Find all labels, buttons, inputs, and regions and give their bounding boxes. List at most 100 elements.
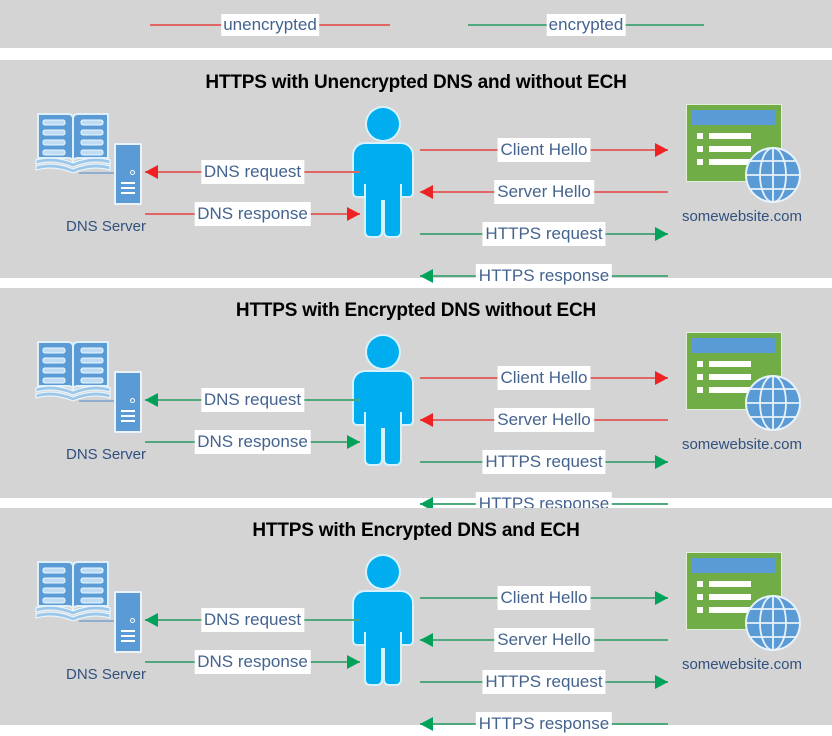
server-status-lines (121, 407, 135, 422)
legend-label-unencrypted: unencrypted (221, 14, 319, 36)
flow-label: DNS request (200, 608, 305, 632)
flow-arrow-server-hello: Server Hello (420, 408, 668, 432)
dns-server-node: DNS Server (26, 108, 186, 258)
flow-label: HTTPS response (475, 712, 613, 736)
arrow-head-left (420, 269, 433, 283)
arrow-head-right (655, 675, 668, 689)
panel-title: HTTPS with Unencrypted DNS and without E… (205, 72, 627, 93)
server-tower-icon (114, 143, 142, 205)
person-head (367, 556, 399, 588)
flow-label: Server Hello (494, 408, 594, 432)
arrow-head-left (420, 413, 433, 427)
browser-title-bar (692, 558, 776, 573)
gear-icon (130, 170, 135, 175)
flow-label: HTTPS request (482, 450, 606, 474)
person-torso-fill (366, 406, 400, 428)
dns-server-label: DNS Server (65, 218, 147, 235)
open-book-icon (35, 113, 111, 174)
browser-title-bar (692, 338, 776, 353)
arrow-head-left (420, 633, 433, 647)
flow-arrow-dns-request: DNS request (145, 608, 360, 632)
arrow-head-right (655, 227, 668, 241)
legend-label-encrypted: encrypted (546, 14, 626, 36)
gear-icon (130, 398, 135, 403)
flow-label: DNS request (200, 388, 305, 412)
flow-arrow-client-hello: Client Hello (420, 138, 668, 162)
person-torso-fill (366, 178, 400, 200)
flow-label: HTTPS request (482, 222, 606, 246)
arrow-head-left (145, 613, 158, 627)
flow-arrow-https-request: HTTPS request (420, 450, 668, 474)
arrow-head-right (347, 207, 360, 221)
arrow-head-right (655, 455, 668, 469)
gear-icon (130, 618, 135, 623)
dns-server-node: DNS Server (26, 336, 186, 486)
flow-label: DNS response (194, 202, 311, 226)
dns-server-node: DNS Server (26, 556, 186, 706)
flow-arrow-https-request: HTTPS request (420, 222, 668, 246)
legend-band: unencrypted encrypted (0, 0, 832, 48)
globe-icon (745, 595, 801, 651)
globe-icon (745, 375, 801, 431)
website-node: somewebsite.com (668, 104, 816, 254)
server-cable (79, 172, 117, 174)
globe-icon (744, 594, 802, 652)
flow-arrow-dns-request: DNS request (145, 160, 360, 184)
server-status-lines (121, 627, 135, 642)
server-cable (79, 620, 117, 622)
open-book-icon (35, 561, 111, 622)
server-cable (79, 400, 117, 402)
arrow-head-right (655, 371, 668, 385)
dns-server-label: DNS Server (65, 666, 147, 683)
flow-arrow-client-hello: Client Hello (420, 586, 668, 610)
flow-label: HTTPS request (482, 670, 606, 694)
arrow-head-left (420, 497, 433, 511)
flow-arrow-https-response: HTTPS response (420, 264, 668, 288)
legend-item-unencrypted: unencrypted (150, 14, 390, 36)
legend-item-encrypted: encrypted (468, 14, 704, 36)
flow-label: Server Hello (494, 180, 594, 204)
server-status-lines (121, 179, 135, 194)
arrow-head-left (145, 165, 158, 179)
website-label: somewebsite.com (681, 436, 803, 453)
globe-icon (745, 147, 801, 203)
panel-encrypted-dns-and-ech: HTTPS with Encrypted DNS and ECH DNS Ser… (0, 508, 832, 736)
server-tower-icon (114, 371, 142, 433)
open-book-icon (34, 556, 112, 624)
server-tower-icon (114, 591, 142, 653)
browser-content-list (697, 581, 751, 620)
globe-icon (744, 146, 802, 204)
user-person-icon (352, 556, 414, 686)
browser-content-list (697, 133, 751, 172)
flow-arrow-dns-response: DNS response (145, 430, 360, 454)
arrow-head-right (347, 655, 360, 669)
website-label: somewebsite.com (681, 656, 803, 673)
flow-label: Client Hello (497, 366, 591, 390)
flow-arrow-https-response: HTTPS response (420, 712, 668, 736)
flow-arrow-client-hello: Client Hello (420, 366, 668, 390)
browser-content-list (697, 361, 751, 400)
dns-server-label: DNS Server (65, 446, 147, 463)
arrow-head-right (655, 143, 668, 157)
flow-arrow-dns-response: DNS response (145, 650, 360, 674)
user-person-icon (352, 336, 414, 466)
panel-unencrypted-dns-no-ech: HTTPS with Unencrypted DNS and without E… (0, 60, 832, 288)
website-node: somewebsite.com (668, 332, 816, 482)
website-label: somewebsite.com (681, 208, 803, 225)
arrow-head-left (420, 185, 433, 199)
open-book-icon (35, 341, 111, 402)
flow-arrow-dns-response: DNS response (145, 202, 360, 226)
flow-label: DNS response (194, 650, 311, 674)
browser-title-bar (692, 110, 776, 125)
flow-arrow-server-hello: Server Hello (420, 180, 668, 204)
open-book-icon (34, 336, 112, 404)
flow-arrow-https-request: HTTPS request (420, 670, 668, 694)
flow-arrow-dns-request: DNS request (145, 388, 360, 412)
arrow-head-left (420, 717, 433, 731)
arrow-head-right (655, 591, 668, 605)
flow-arrow-server-hello: Server Hello (420, 628, 668, 652)
website-node: somewebsite.com (668, 552, 816, 702)
flow-label: Client Hello (497, 138, 591, 162)
arrow-head-right (347, 435, 360, 449)
